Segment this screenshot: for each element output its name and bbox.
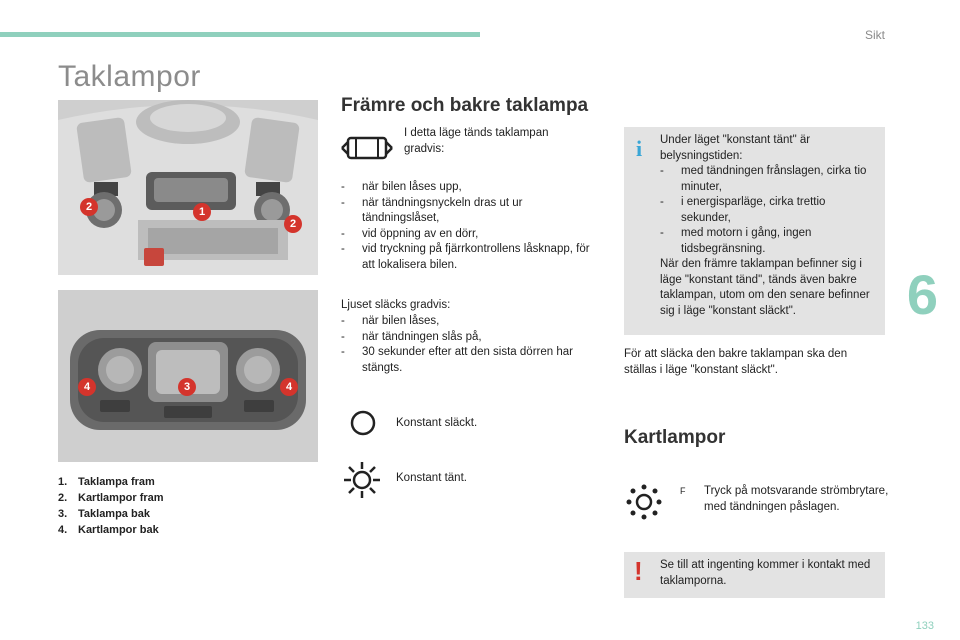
photo-legend: 1.Taklampa fram 2.Kartlampor fram 3.Takl… [58,474,164,538]
front-ceiling-photo [58,100,318,275]
legend-item: 4.Kartlampor bak [58,524,159,536]
front-rear-heading: Främre och bakre taklampa [341,95,589,116]
door-mode-icon [340,128,394,173]
map-lamps-heading: Kartlampor [624,427,726,448]
rear-ceiling-illustration [58,290,318,462]
mode-off-label: Konstant släckt. [396,417,478,429]
warning-text: Se till att ingenting kommer i kontakt m… [660,559,871,587]
list-item: när bilen låses upp, [341,180,596,196]
map-lamp-icon [624,482,664,527]
callout-front-1: 1 [193,203,211,221]
list-item: vid tryckning på fjärrkontrollens låskna… [341,242,596,273]
front-ceiling-illustration [58,100,318,275]
callout-rear-4-right: 4 [280,378,298,396]
page-number: 133 [915,620,934,632]
list-item: vid öppning av en dörr, [341,227,596,243]
lights-off-intro: Ljuset släcks gradvis: [341,299,451,311]
mode-on-label: Konstant tänt. [396,472,467,484]
lights-off-list: när bilen låses, när tändningen slås på,… [341,314,596,376]
info-icon: i [636,136,643,161]
lamp-off-icon [348,408,378,443]
list-item: när tändningen slås på, [341,330,596,346]
map-lamps-text: F Tryck på motsvarande strömbrytare, med… [680,485,889,513]
list-item: i energisparläge, cirka trettio sekunder… [660,195,878,226]
callout-front-2-right: 2 [284,215,302,233]
list-item: när bilen låses, [341,314,596,330]
info-list: med tändningen frånslagen, cirka tio min… [660,164,878,257]
callout-rear-4-left: 4 [78,378,96,396]
info-text: Under läget "konstant tänt" är belysning… [660,133,878,319]
bullet-icon: F [680,486,686,496]
page-title: Taklampor [58,60,201,93]
rear-ceiling-photo [58,290,318,462]
legend-item: 2.Kartlampor fram [58,492,164,504]
warning-box [624,552,885,598]
lamp-on-icon [342,460,382,505]
list-item: när tändningsnyckeln dras ut ur tändning… [341,196,596,227]
info-outro: När den främre taklampan befinner sig i … [660,258,870,317]
list-item: med tändningen frånslagen, cirka tio min… [660,164,878,195]
door-mode-text: I detta läge tänds taklampan gradvis: [404,127,549,155]
legend-item: 1.Taklampa fram [58,476,155,488]
warning-icon: ! [634,556,643,586]
list-item: 30 sekunder efter att den sista dörren h… [341,345,596,376]
list-item: med motorn i gång, ingen tidsbegränsning… [660,226,878,257]
chapter-number: 6 [906,263,938,326]
callout-rear-3: 3 [178,378,196,396]
lights-on-list: när bilen låses upp, när tändningsnyckel… [341,180,596,273]
header-accent-bar [0,32,480,37]
legend-item: 3.Taklampa bak [58,508,150,520]
section-label: Sikt [864,28,885,42]
rear-off-note: För att släcka den bakre taklampan ska d… [624,348,848,376]
info-intro: Under läget "konstant tänt" är belysning… [660,134,811,162]
callout-front-2-left: 2 [80,198,98,216]
